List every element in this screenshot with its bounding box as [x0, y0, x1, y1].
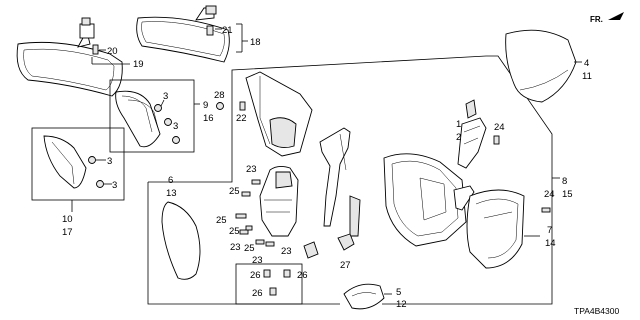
- wire-clip[interactable]: [349, 195, 361, 237]
- callout-2: 2: [456, 132, 461, 143]
- callout-1: 1: [456, 119, 461, 130]
- callout-23a: 23: [246, 164, 257, 175]
- callout-21: 21: [222, 25, 233, 36]
- garnish-clip-3c[interactable]: [172, 136, 180, 144]
- wire-harness[interactable]: [319, 127, 351, 227]
- mirror-glass-6[interactable]: [161, 201, 201, 280]
- diagram-code: TPA4B4300: [574, 306, 619, 316]
- fr-label: FR.: [590, 15, 603, 24]
- callout-3b: 3: [173, 121, 178, 132]
- turn-signal-lamp[interactable]: [457, 117, 487, 169]
- inner-garnish-9[interactable]: [115, 90, 161, 148]
- screw-26a[interactable]: [263, 269, 271, 278]
- callout-24b: 24: [544, 189, 555, 200]
- garnish-clip-3a[interactable]: [154, 104, 162, 112]
- callout-8: 8: [562, 176, 567, 187]
- mirror-mount-screw[interactable]: [92, 44, 99, 55]
- callout-28: 28: [214, 90, 225, 101]
- screw-22[interactable]: [239, 101, 246, 111]
- screw-28[interactable]: [216, 102, 224, 110]
- clip-27[interactable]: [337, 233, 355, 251]
- callout-6: 6: [168, 175, 173, 186]
- screw-23a[interactable]: [251, 179, 261, 185]
- screw-25a[interactable]: [241, 191, 251, 197]
- callout-23c: 23: [281, 246, 292, 257]
- callout-5: 5: [396, 287, 401, 298]
- small-bracket[interactable]: [453, 185, 475, 211]
- callout-20: 20: [107, 46, 118, 57]
- callout-19: 19: [133, 59, 144, 70]
- connector[interactable]: [303, 241, 319, 259]
- rearview-mirror-large[interactable]: [16, 17, 123, 97]
- screw-23c[interactable]: [265, 241, 275, 247]
- callout-26b: 26: [297, 270, 308, 281]
- mirror-mount-nut[interactable]: [206, 25, 214, 36]
- callout-12: 12: [396, 299, 407, 310]
- mirror-base[interactable]: [245, 71, 313, 157]
- garnish-clip-3d[interactable]: [88, 156, 96, 164]
- callout-23b: 23: [230, 242, 241, 253]
- callout-4: 4: [584, 58, 589, 69]
- garnish-clip-3e[interactable]: [96, 180, 104, 188]
- callout-24a: 24: [494, 122, 505, 133]
- screw-25d[interactable]: [255, 239, 265, 245]
- rearview-mirror-small[interactable]: [136, 5, 230, 63]
- screw-23b[interactable]: [245, 225, 253, 231]
- callout-10: 10: [62, 214, 73, 225]
- screw-25c[interactable]: [239, 229, 249, 235]
- callout-23d: 23: [252, 255, 263, 266]
- skull-cap[interactable]: [343, 283, 385, 310]
- turn-signal-bulb[interactable]: [465, 99, 477, 119]
- callout-9: 9: [203, 100, 208, 111]
- callout-26a: 26: [250, 270, 261, 281]
- callout-18: 18: [250, 37, 261, 48]
- callout-16: 16: [203, 113, 214, 124]
- callout-26c: 26: [252, 288, 263, 299]
- mirror-actuator[interactable]: [259, 165, 299, 237]
- mirror-housing[interactable]: [383, 153, 467, 247]
- callout-7: 7: [547, 225, 552, 236]
- screw-26b[interactable]: [283, 269, 291, 278]
- callout-15: 15: [562, 189, 573, 200]
- callout-22: 22: [236, 113, 247, 124]
- lower-cover[interactable]: [466, 189, 525, 269]
- callout-27: 27: [340, 260, 351, 271]
- callout-25b: 25: [216, 215, 227, 226]
- garnish-clip-3b[interactable]: [164, 118, 172, 126]
- callout-3a: 3: [163, 91, 168, 102]
- screw-24a[interactable]: [493, 135, 500, 145]
- screw-24b[interactable]: [541, 207, 551, 213]
- callout-25c: 25: [229, 226, 240, 237]
- callout-14: 14: [545, 238, 556, 249]
- inner-garnish-10[interactable]: [43, 135, 87, 189]
- mirror-cover[interactable]: [505, 29, 577, 103]
- screw-25b[interactable]: [235, 213, 247, 219]
- callout-3c: 3: [107, 156, 112, 167]
- callout-25a: 25: [229, 186, 240, 197]
- callout-25d: 25: [244, 243, 255, 254]
- callout-11: 11: [582, 71, 592, 82]
- callout-3d: 3: [112, 180, 117, 191]
- callout-13: 13: [166, 188, 177, 199]
- callout-17: 17: [62, 227, 73, 238]
- screw-26c[interactable]: [269, 287, 277, 296]
- front-direction-arrow: FR.: [590, 12, 624, 24]
